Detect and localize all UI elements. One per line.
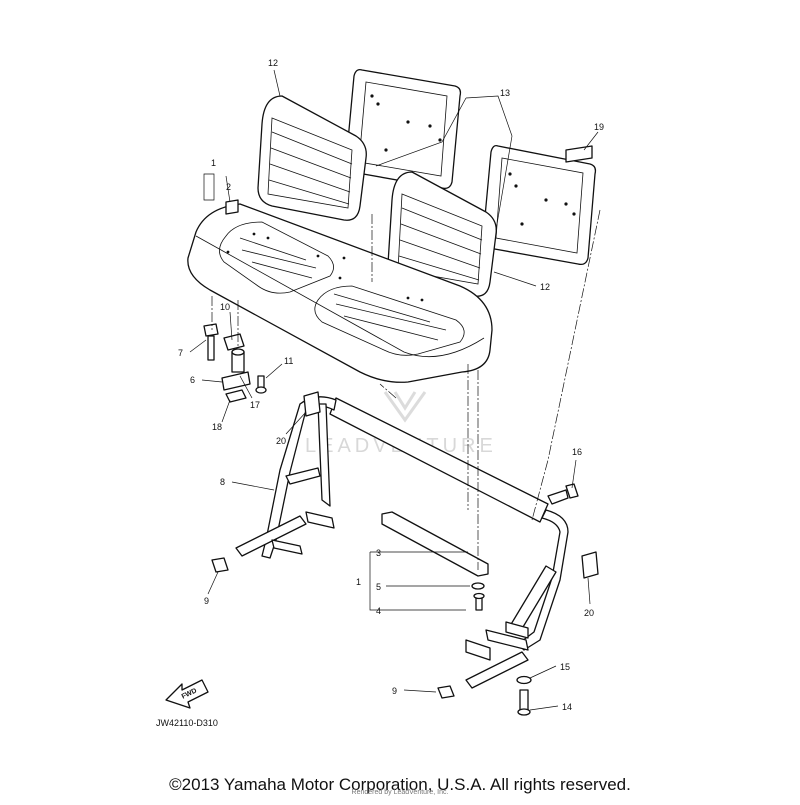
callout-15: 15 [560,662,570,672]
callout-numbers: 12 13 19 1 2 12 10 7 11 6 17 18 20 16 8 … [178,58,604,712]
seat-frame [235,396,569,689]
bolt-4 [473,592,485,611]
backrest-frame-left [345,68,462,190]
backrest-frame-right [482,144,597,266]
seat-bracket-bar [381,511,489,577]
bolt-16 [547,483,579,505]
cap-9-bottom [437,685,455,699]
callout-16: 16 [572,447,582,457]
callout-19: 19 [594,122,604,132]
callout-9-bottom: 9 [392,686,397,696]
callout-1-top: 1 [211,158,216,168]
callout-8: 8 [220,477,225,487]
fwd-arrow: FWD [165,679,209,709]
callout-5: 5 [376,582,381,592]
label-19 [565,145,593,163]
backrest-left [257,95,367,221]
leader-lines [189,69,599,711]
bolt-14 [517,689,531,716]
nut-18 [225,389,247,403]
callout-2: 2 [226,182,231,192]
callout-1-bottom: 1 [356,577,361,587]
bracket-6 [221,371,251,391]
cap-9-left [211,557,229,573]
assembly-lines [211,209,601,570]
damper-17 [231,348,245,373]
label-2 [225,199,239,215]
bolt-11 [255,375,267,394]
callout-12-right: 12 [540,282,550,292]
collar-10 [223,333,245,351]
callout-18: 18 [212,422,222,432]
drawing-code: JW42110-D310 [156,718,218,728]
callout-17: 17 [250,400,260,410]
callout-7: 7 [178,348,183,358]
seat-cushion [187,203,493,383]
callout-3: 3 [376,548,381,558]
copyright-text: ©2013 Yamaha Motor Corporation, U.S.A. A… [169,775,631,794]
callout-11: 11 [284,356,293,366]
label-20-left [303,391,321,417]
bolt-7 [203,323,219,361]
washer-15 [516,675,532,685]
callout-20-left: 20 [276,436,286,446]
callout-10: 10 [220,302,230,312]
callout-4: 4 [376,606,381,616]
callout-9-left: 9 [204,596,209,606]
washer-5 [471,582,485,590]
callout-12-left: 12 [268,58,278,68]
label-20-right [581,551,599,579]
callout-20-right: 20 [584,608,594,618]
callout-14: 14 [562,702,572,712]
callout-13: 13 [500,88,510,98]
rendered-by-text: Rendered by LeadVenture, Inc. [351,789,449,796]
callout-6: 6 [190,375,195,385]
